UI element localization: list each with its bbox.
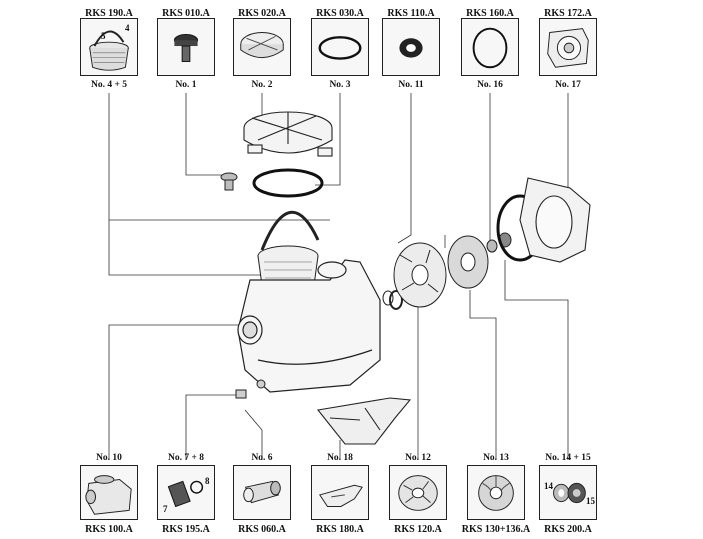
part-code: RKS 200.A — [544, 524, 592, 535]
large-o-ring-icon — [472, 27, 508, 69]
pump-lid-icon — [240, 32, 284, 59]
lid-knob-icon — [173, 33, 199, 62]
part-number: No. 3 — [329, 80, 351, 90]
part-box-diffuser[interactable] — [389, 465, 447, 520]
o-ring-icon — [318, 36, 362, 60]
part-code: RKS 130+136.A — [461, 524, 531, 535]
strainer-basket-icon — [89, 30, 129, 71]
part-code: RKS 020.A — [238, 8, 286, 19]
part-box-coupling[interactable] — [233, 465, 291, 520]
part-box-strainer-basket[interactable]: 4 5 — [80, 18, 138, 76]
part-code: RKS 110.A — [387, 8, 435, 19]
impeller-drawing — [447, 235, 489, 289]
inner-label: 5 — [101, 31, 106, 41]
part-code: RKS 195.A — [162, 524, 210, 535]
housing-drawing — [237, 259, 381, 393]
seal-plate-icon — [547, 28, 589, 68]
pump-housing-icon — [85, 475, 132, 515]
part-code: RKS 190.A — [85, 8, 133, 19]
part-box-pump-housing[interactable] — [80, 465, 138, 520]
part-box-pump-lid[interactable] — [233, 18, 291, 76]
seal-plate-drawing — [519, 177, 591, 263]
part-code: RKS 180.A — [316, 524, 364, 535]
part-number: No. 6 — [251, 453, 273, 463]
inner-label: 8 — [205, 476, 210, 486]
coupling-sleeve-icon — [243, 480, 281, 504]
part-number: No. 10 — [96, 453, 122, 463]
part-number: No. 16 — [477, 80, 503, 90]
part-box-impeller[interactable] — [467, 465, 525, 520]
part-box-seal-plate[interactable] — [539, 18, 597, 76]
basket-drawing — [257, 245, 319, 307]
part-number: No. 7 + 8 — [167, 453, 205, 463]
inner-label: 4 — [125, 23, 130, 33]
part-box-shaft-seal[interactable] — [382, 18, 440, 76]
motor-foot-icon — [318, 484, 363, 507]
lid-o-ring-drawing — [252, 168, 324, 198]
part-code: RKS 010.A — [162, 8, 210, 19]
knob-drawing — [220, 172, 238, 191]
part-number: No. 12 — [405, 453, 431, 463]
part-number: No. 11 — [398, 80, 424, 90]
part-number: No. 1 — [175, 80, 197, 90]
inner-label: 15 — [586, 496, 595, 506]
part-box-o-ring[interactable] — [311, 18, 369, 76]
pump-lid-drawing — [243, 111, 333, 157]
part-box-mechanical-seal[interactable]: 14 15 — [539, 465, 597, 520]
part-code: RKS 120.A — [394, 524, 442, 535]
shaft-seal-ring-icon — [399, 38, 423, 58]
inner-label: 14 — [544, 481, 553, 491]
part-code: RKS 100.A — [85, 524, 133, 535]
part-box-large-o-ring[interactable] — [461, 18, 519, 76]
part-code: RKS 172.A — [544, 8, 592, 19]
drain-plug-icon — [167, 480, 204, 508]
part-code: RKS 030.A — [316, 8, 364, 19]
motor-foot-drawing — [316, 397, 412, 445]
part-code: RKS 060.A — [238, 524, 286, 535]
part-number: No. 18 — [327, 453, 353, 463]
part-number: No. 2 — [251, 80, 273, 90]
diffuser-icon — [398, 475, 438, 511]
part-number: No. 13 — [483, 453, 509, 463]
mechanical-seal-icon — [553, 482, 586, 504]
diffuser-drawing — [393, 242, 447, 308]
inner-label: 7 — [163, 504, 168, 514]
part-number: No. 14 + 15 — [545, 453, 591, 463]
part-code: RKS 160.A — [466, 8, 514, 19]
impeller-icon — [478, 475, 514, 511]
part-number: No. 17 — [555, 80, 581, 90]
part-box-motor-foot[interactable] — [311, 465, 369, 520]
part-box-lid-knob[interactable] — [157, 18, 215, 76]
part-number: No. 4 + 5 — [90, 80, 128, 90]
part-box-drain-plug[interactable]: 7 8 — [157, 465, 215, 520]
housing-drain-drawing — [235, 379, 266, 399]
